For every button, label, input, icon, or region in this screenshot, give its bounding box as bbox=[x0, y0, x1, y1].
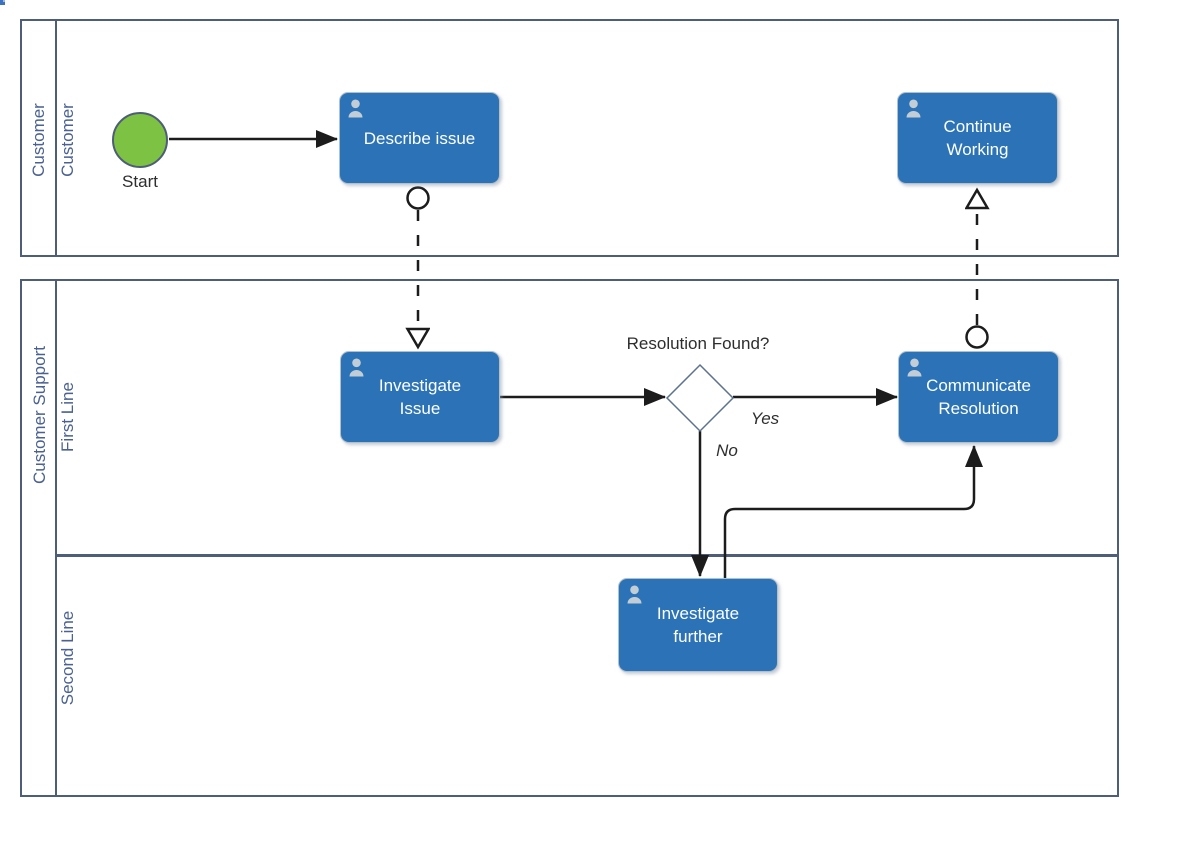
person-icon bbox=[349, 358, 364, 377]
task-label: Continue Working bbox=[943, 117, 1012, 159]
task-communicate-resolution[interactable]: Communicate Resolution bbox=[898, 351, 1059, 443]
start-event[interactable] bbox=[112, 112, 168, 168]
task-investigate-issue[interactable]: Investigate Issue bbox=[340, 351, 500, 443]
task-label: Investigate Issue bbox=[378, 376, 462, 418]
person-icon bbox=[627, 585, 642, 604]
lane-divider bbox=[55, 554, 1117, 557]
gateway-no-label: No bbox=[716, 441, 738, 460]
task-label: Communicate Resolution bbox=[926, 376, 1031, 418]
selection-artifact bbox=[0, 0, 5, 5]
task-label: Investigate further bbox=[656, 604, 740, 646]
task-describe-issue[interactable]: Describe issue bbox=[339, 92, 500, 184]
person-icon bbox=[906, 99, 921, 118]
pool-customer-support[interactable]: Customer Support First Line Second Line bbox=[20, 279, 1119, 797]
message-flow-origin-describe bbox=[406, 186, 430, 210]
pool-label-divider bbox=[55, 21, 57, 255]
message-flow-origin-communicate bbox=[965, 325, 989, 349]
gateway-yes-label: Yes bbox=[750, 409, 780, 428]
person-icon bbox=[348, 99, 363, 118]
gateway-question-label: Resolution Found? bbox=[626, 334, 770, 353]
task-investigate-further[interactable]: Investigate further bbox=[618, 578, 778, 672]
gateway-resolution-found[interactable] bbox=[665, 363, 735, 433]
sequence-flow-further-to-communicate[interactable] bbox=[723, 445, 983, 578]
pool-label-divider bbox=[55, 281, 57, 795]
person-icon bbox=[907, 358, 922, 377]
start-event-label: Start bbox=[122, 172, 158, 191]
pool-customer[interactable]: Customer Customer bbox=[20, 19, 1119, 257]
task-label: Describe issue bbox=[363, 128, 476, 148]
task-continue-working[interactable]: Continue Working bbox=[897, 92, 1058, 184]
